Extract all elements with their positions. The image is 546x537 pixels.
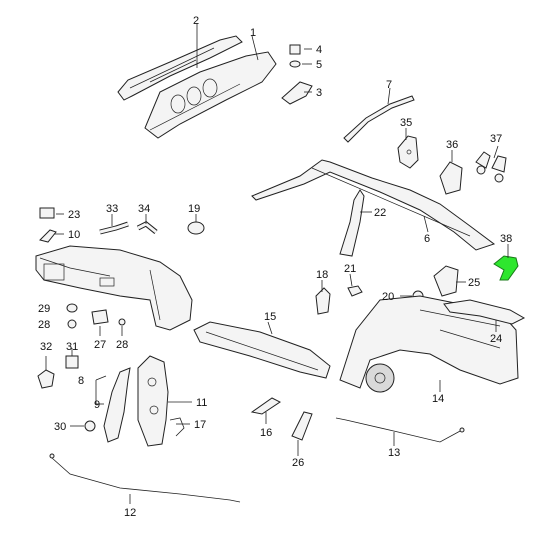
part-16-bracket[interactable] (250, 397, 281, 415)
part-35-bracket[interactable] (397, 135, 419, 169)
part-30-grommet[interactable] (84, 420, 96, 432)
part-22-a-pillar[interactable] (339, 189, 365, 257)
callout-30: 30 (54, 421, 66, 433)
callout-31: 31 (66, 341, 78, 353)
callout-2: 2 (193, 15, 199, 27)
callout-26: 26 (292, 457, 304, 469)
callout-17: 17 (194, 419, 206, 431)
part-21-clip[interactable] (347, 285, 363, 297)
part-23-clip[interactable] (39, 207, 55, 219)
callout-16: 16 (260, 427, 272, 439)
part-11-pillar[interactable] (137, 355, 169, 447)
callout-33: 33 (106, 203, 118, 215)
callout-4: 4 (316, 44, 322, 56)
callout-21: 21 (344, 263, 356, 275)
part-25-panel[interactable] (433, 265, 459, 297)
part-28-grommet-b[interactable] (118, 318, 126, 326)
callout-10: 10 (68, 229, 80, 241)
callout-32: 32 (40, 341, 52, 353)
part-29-grommet[interactable] (66, 303, 78, 313)
callout-labels: 2 1 4 5 3 7 35 36 37 22 6 38 25 18 21 20… (38, 15, 512, 519)
callout-8: 8 (78, 375, 84, 387)
callout-15: 15 (264, 311, 276, 323)
callout-9: 9 (94, 399, 100, 411)
part-38-bracket[interactable] (493, 255, 519, 281)
callout-7: 7 (386, 79, 392, 91)
callout-22: 22 (374, 207, 386, 219)
callout-14: 14 (432, 393, 444, 405)
callout-20: 20 (382, 291, 394, 303)
left-inner-fender[interactable] (35, 245, 193, 331)
callout-34: 34 (138, 203, 150, 215)
part-7-trim-strip[interactable] (343, 95, 415, 143)
callout-36: 36 (446, 139, 458, 151)
part-10-clip[interactable] (39, 229, 57, 243)
part-26-bracket[interactable] (291, 411, 313, 441)
part-5-nut[interactable] (289, 60, 301, 68)
part-19-plug[interactable] (187, 221, 205, 235)
part-17-hook[interactable] (169, 417, 185, 437)
part-1-dashboard[interactable] (144, 51, 277, 139)
callout-25: 25 (468, 277, 480, 289)
callout-19: 19 (188, 203, 200, 215)
part-33-hose[interactable] (99, 221, 129, 235)
part-15-sill[interactable] (193, 321, 331, 379)
callout-28a: 28 (38, 319, 50, 331)
callout-18: 18 (316, 269, 328, 281)
leader-lines (45, 24, 509, 504)
part-3-bracket[interactable] (281, 81, 313, 105)
callout-3: 3 (316, 87, 322, 99)
callout-37: 37 (490, 133, 502, 145)
callout-29: 29 (38, 303, 50, 315)
callout-11: 11 (196, 397, 207, 409)
callout-38: 38 (500, 233, 512, 245)
part-36-bracket[interactable] (439, 161, 463, 195)
callout-13: 13 (388, 447, 400, 459)
callout-24: 24 (490, 333, 502, 345)
part-6-windshield-frame[interactable] (251, 159, 496, 251)
callout-35: 35 (400, 117, 412, 129)
part-14-rear-quarter[interactable] (339, 295, 519, 393)
part-18-bracket[interactable] (315, 287, 331, 315)
part-12-cable[interactable] (49, 453, 241, 503)
part-4-clip[interactable] (289, 44, 301, 55)
part-32-bracket[interactable] (37, 369, 55, 389)
part-34-hose[interactable] (136, 221, 158, 234)
part-28-grommet-a[interactable] (67, 319, 77, 329)
callout-5: 5 (316, 59, 322, 71)
part-31-bracket[interactable] (65, 355, 79, 369)
callout-6: 6 (424, 233, 430, 245)
callout-28b: 28 (116, 339, 128, 351)
part-13-cable[interactable] (335, 417, 465, 443)
callout-23: 23 (68, 209, 80, 221)
part-27-plate[interactable] (91, 309, 109, 325)
callout-1: 1 (250, 27, 256, 39)
part-2-upper-dash[interactable] (117, 35, 243, 101)
part-9-pillar[interactable] (103, 367, 131, 443)
callout-12: 12 (124, 507, 136, 519)
part-37-plugs[interactable] (475, 151, 507, 183)
callout-27: 27 (94, 339, 106, 351)
part-24-trim[interactable] (443, 299, 526, 325)
